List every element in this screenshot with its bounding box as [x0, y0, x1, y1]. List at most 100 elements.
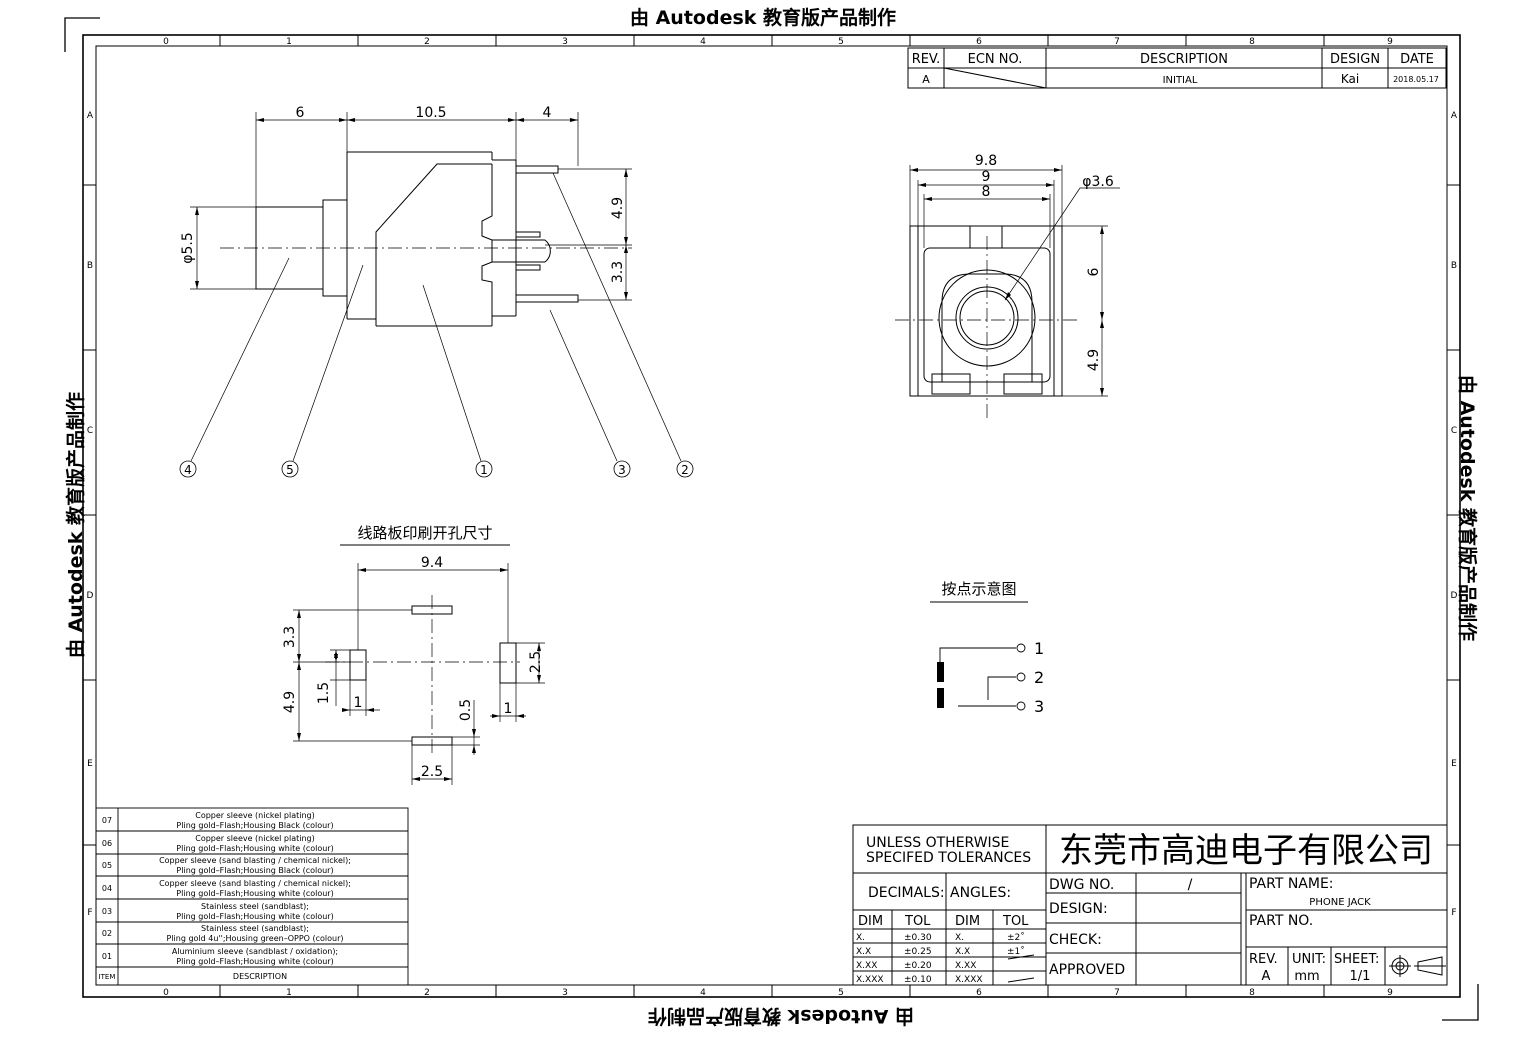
- decimals-label: DECIMALS:: [868, 885, 945, 901]
- dim-6-front: 6: [1086, 267, 1102, 276]
- contact-label-1: 1: [1034, 639, 1044, 658]
- rev-value-title: A: [1262, 969, 1271, 984]
- company-name: 东莞市高迪电子有限公司: [1059, 831, 1433, 871]
- zone-col-label: 9: [1387, 988, 1393, 998]
- dim-header-angles: DIM: [955, 914, 980, 929]
- balloon-circle: [179, 460, 197, 478]
- tolerance-note-line1: UNLESS OTHERWISE: [866, 835, 1009, 851]
- decimal-dim: X.X: [856, 947, 871, 957]
- side-view: 6 10.5 4 φ5.5 4.9 3.3 4 5 1 3: [179, 105, 694, 478]
- bom-desc-line2: Pling gold 4u'';Housing green–OPPO (colo…: [167, 934, 344, 943]
- zone-row-label: F: [1451, 908, 1456, 918]
- dim-4-9: 4.9: [610, 197, 626, 219]
- contact-terminal: [1016, 643, 1026, 653]
- pcb-pads: [349, 605, 517, 746]
- dim-2-5-pcb: 2.5: [528, 651, 544, 673]
- zone-col-label: 3: [562, 988, 568, 998]
- bom-desc-line1: Copper sleeve (sand blasting / chemical …: [159, 856, 351, 865]
- side-view-arrows: [195, 118, 628, 300]
- zone-col-label: 4: [700, 37, 706, 47]
- balloon-circle: [281, 460, 299, 478]
- bom-item-no: 05: [102, 861, 112, 870]
- angle-dim: X.: [955, 933, 964, 943]
- contact-title: 按点示意图: [941, 580, 1016, 598]
- zone-ticks: [83, 35, 1460, 997]
- zone-col-label: 1: [286, 988, 292, 998]
- bom-desc-line2: Pling gold–Flash;Housing Black (colour): [176, 866, 333, 875]
- sheet-value: 1/1: [1350, 969, 1371, 984]
- bom-item-no: 04: [102, 884, 112, 893]
- front-view-arrows: [910, 168, 1104, 396]
- bom-desc-line1: Copper sleeve (nickel plating): [195, 834, 315, 843]
- dim-phi-5-5: φ5.5: [180, 232, 196, 264]
- dim-2-5b-pcb: 2.5: [421, 764, 443, 780]
- dim-9-8: 9.8: [975, 153, 997, 169]
- description-header: DESCRIPTION: [1140, 52, 1228, 67]
- balloon-circle: [676, 460, 694, 478]
- rev-header: REV.: [912, 52, 941, 67]
- zone-row-label: F: [87, 908, 92, 918]
- contact-terminal: [1016, 701, 1026, 711]
- bom-item-no: 02: [102, 929, 112, 938]
- dim-1-pcb: 1: [354, 695, 363, 711]
- decimal-tol: ±0.30: [904, 933, 932, 943]
- watermark-bottom: 由 Autodesk 教育版产品制作: [648, 1005, 914, 1028]
- pcb-arrows: [297, 568, 541, 781]
- contact-terminal: [1016, 672, 1026, 682]
- angles-label: ANGLES:: [950, 885, 1011, 901]
- bom-item-no: 06: [102, 839, 112, 848]
- zone-row-label: C: [87, 426, 93, 436]
- balloon-2: 2: [681, 463, 689, 477]
- contact-label-2: 2: [1034, 668, 1044, 687]
- zone-row-label: E: [87, 759, 93, 769]
- dim-4-9-front: 4.9: [1086, 349, 1102, 371]
- pcb-title: 线路板印刷开孔尺寸: [357, 524, 492, 542]
- balloon-leaders: [190, 172, 682, 462]
- dim-9-4: 9.4: [421, 555, 443, 571]
- part-no-label: PART NO.: [1249, 913, 1313, 929]
- bom-header-description: DESCRIPTION: [233, 972, 287, 981]
- dim-6: 6: [296, 105, 305, 121]
- bom-item-no: 07: [102, 816, 112, 825]
- part-name-label: PART NAME:: [1249, 876, 1334, 892]
- zone-row-label: C: [1451, 426, 1457, 436]
- tol-header: TOL: [904, 914, 931, 929]
- bom-desc-line2: Pling gold–Flash;Housing white (colour): [176, 957, 333, 966]
- dim-3-3-pcb: 3.3: [282, 626, 298, 648]
- sheet-label: SHEET:: [1334, 952, 1379, 967]
- unit-value: mm: [1294, 969, 1319, 984]
- bom-desc-line2: Pling gold–Flash;Housing Black (colour): [176, 821, 333, 830]
- decimal-tol: ±0.25: [904, 947, 932, 957]
- zone-col-label: 4: [700, 988, 706, 998]
- bom-desc-line1: Copper sleeve (sand blasting / chemical …: [159, 879, 351, 888]
- dim-header: DIM: [858, 914, 883, 929]
- dim-4: 4: [543, 105, 552, 121]
- bom-desc-line1: Aluminium sleeve (sandblast / oxidation)…: [172, 947, 338, 956]
- pcb-centerlines: [325, 595, 520, 755]
- zone-col-label: 2: [424, 988, 430, 998]
- dim-4-9-pcb: 4.9: [282, 691, 298, 713]
- dim-phi-3-6: φ3.6: [1082, 174, 1114, 190]
- front-view-dimensions: [909, 165, 1120, 397]
- projection-symbol-icon: [1389, 955, 1446, 977]
- pcb-layout: 线路板印刷开孔尺寸: [282, 524, 545, 785]
- dim-3-3: 3.3: [610, 261, 626, 283]
- contact-diagram: 按点示意图 1 2 3: [930, 580, 1044, 716]
- balloon-4: 4: [184, 463, 192, 477]
- revision-table: REV. ECN NO. DESCRIPTION DESIGN DATE A I…: [907, 47, 1447, 89]
- zone-row-label: E: [1451, 759, 1457, 769]
- zone-col-label: 2: [424, 37, 430, 47]
- zone-col-label: 7: [1114, 37, 1120, 47]
- zone-col-label: 5: [838, 988, 844, 998]
- date-value: 2018.05.17: [1393, 75, 1439, 84]
- contact-blade-lower: [937, 688, 944, 708]
- balloon-circle: [475, 460, 493, 478]
- dwg-no-value: /: [1188, 877, 1193, 893]
- design-header: DESIGN: [1330, 52, 1380, 67]
- rev-label: REV.: [1249, 952, 1278, 967]
- description-value: INITIAL: [1163, 75, 1198, 86]
- zone-col-label: 9: [1387, 37, 1393, 47]
- contact-label-3: 3: [1034, 697, 1044, 716]
- zone-col-label: 0: [163, 988, 169, 998]
- zone-row-label: A: [87, 111, 94, 121]
